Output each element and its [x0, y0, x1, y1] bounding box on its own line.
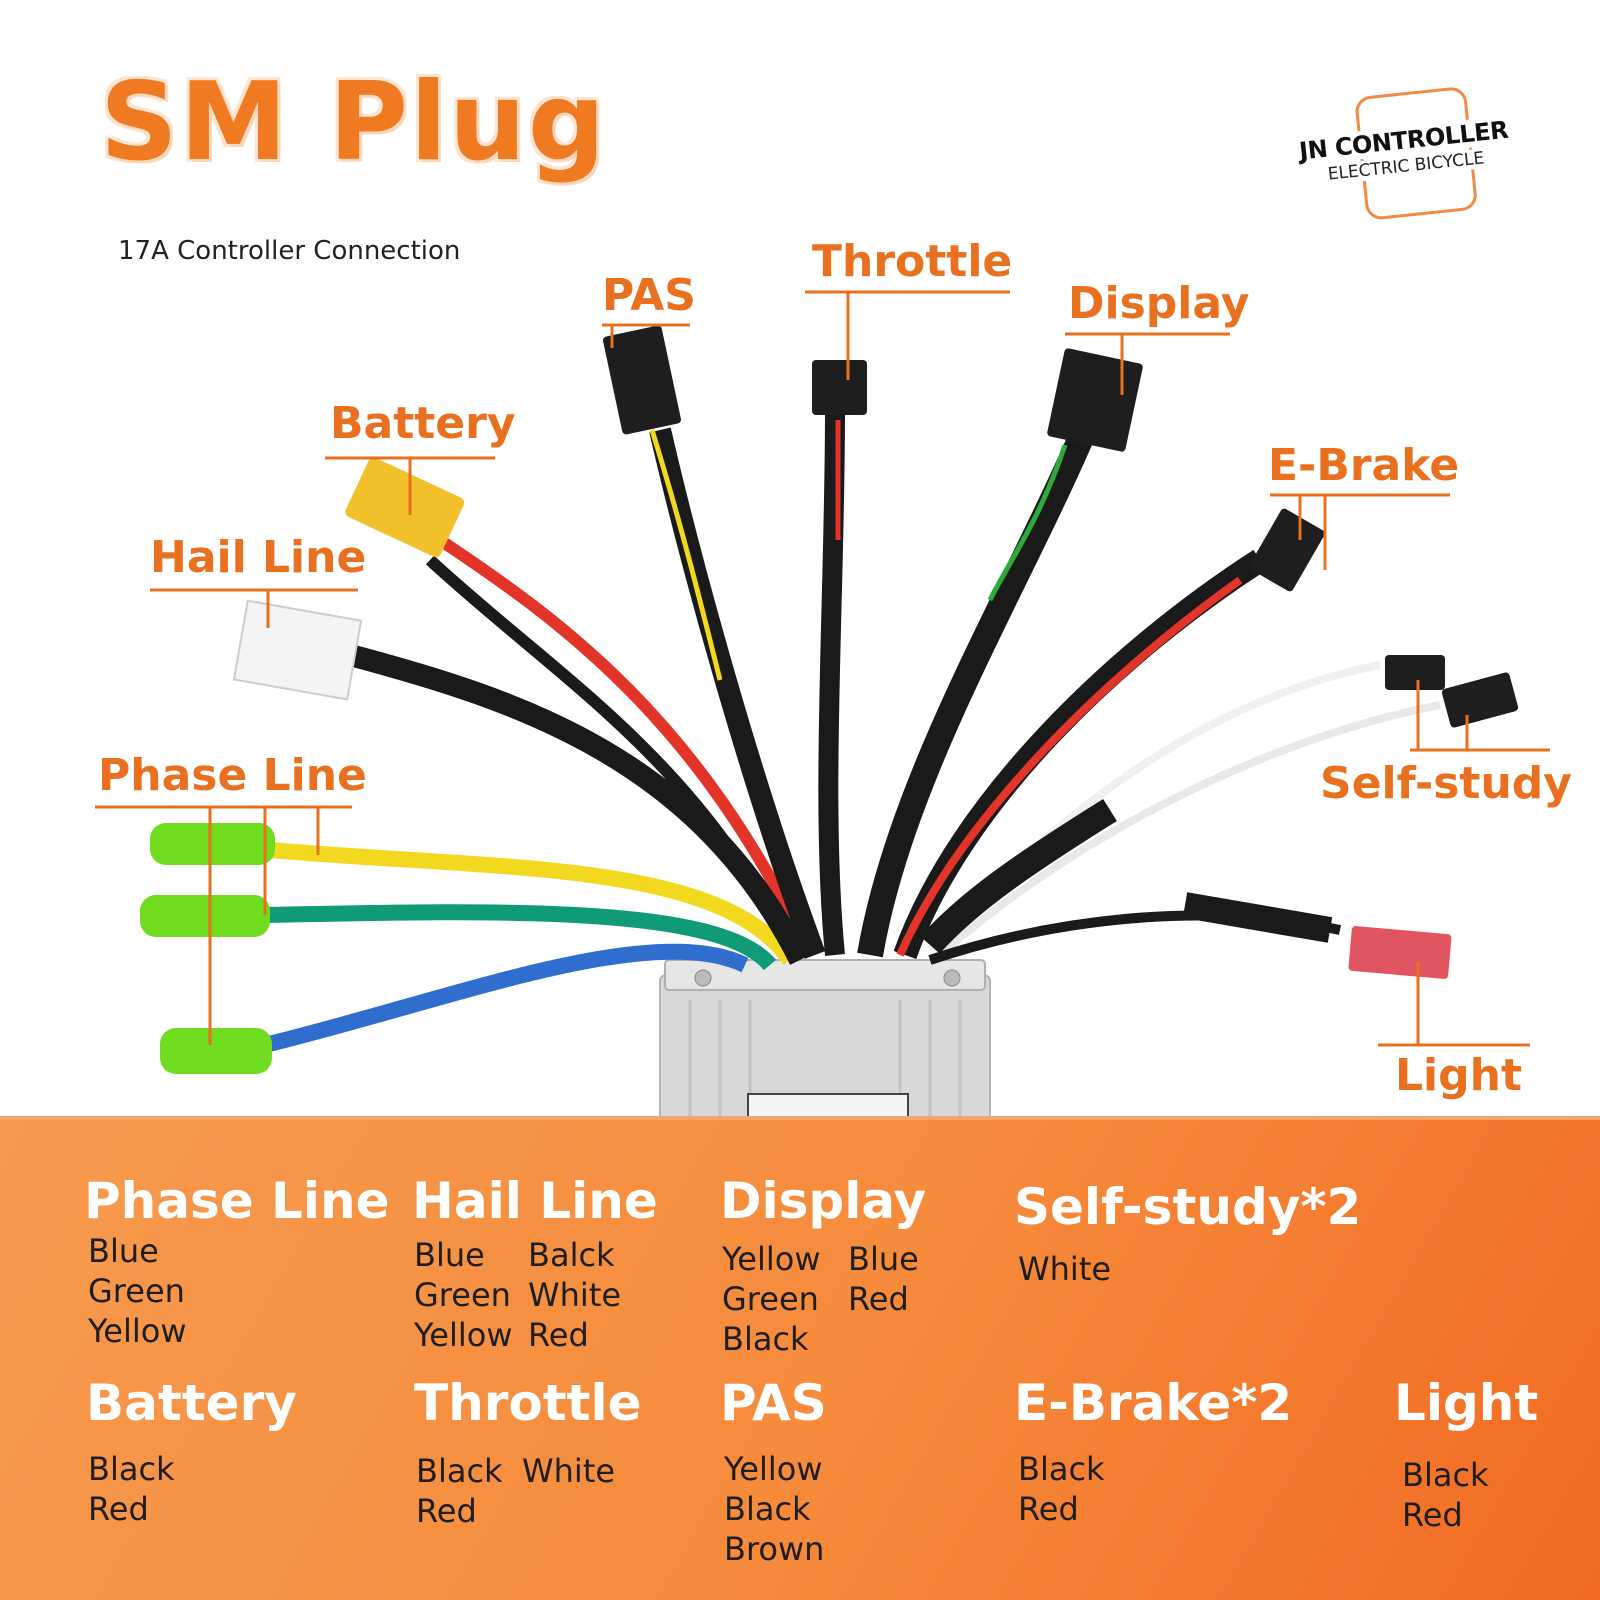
legend-item: White	[1018, 1250, 1112, 1288]
legend-item: Black	[1402, 1456, 1489, 1494]
label-display: Display	[1068, 278, 1250, 329]
legend-item: Yellow	[414, 1316, 513, 1354]
legend-item: Red	[1018, 1490, 1079, 1528]
legend-item: Black	[724, 1490, 811, 1528]
legend-title-phase-line: Phase Line	[84, 1172, 390, 1230]
legend-item: Blue	[88, 1232, 159, 1270]
label-self-study: Self-study	[1320, 758, 1572, 809]
legend-item: Balck	[528, 1236, 615, 1274]
legend-item: Red	[1402, 1496, 1463, 1534]
wire-color-legend-panel	[0, 1120, 1600, 1600]
legend-title-light: Light	[1394, 1374, 1539, 1432]
legend-title-throttle: Throttle	[414, 1374, 642, 1432]
legend-item: Green	[88, 1272, 185, 1310]
legend-item: Black	[88, 1450, 175, 1488]
legend-item: Red	[528, 1316, 589, 1354]
label-battery: Battery	[330, 398, 516, 449]
legend-item: Blue	[414, 1236, 485, 1274]
legend-item: White	[522, 1452, 616, 1490]
label-pas: PAS	[602, 270, 696, 321]
legend-item: White	[528, 1276, 622, 1314]
legend-item: Green	[414, 1276, 511, 1314]
page-title: SM Plug	[100, 60, 608, 185]
brand-logo: JN CONTROLLER ELECTRIC BICYCLE	[1294, 81, 1525, 223]
legend-item: Brown	[724, 1530, 825, 1568]
legend-item: Blue	[848, 1240, 919, 1278]
legend-title-self-study: Self-study*2	[1014, 1178, 1362, 1236]
legend-item: Red	[848, 1280, 909, 1318]
legend-item: Green	[722, 1280, 819, 1318]
page-subtitle: 17A Controller Connection	[118, 236, 461, 266]
legend-title-battery: Battery	[86, 1374, 297, 1432]
panel-divider	[0, 1116, 1600, 1122]
legend-item: Yellow	[724, 1450, 823, 1488]
label-light: Light	[1395, 1050, 1522, 1101]
legend-title-hail-line: Hail Line	[412, 1172, 658, 1230]
label-phase-line: Phase Line	[98, 750, 367, 801]
controller-wiring-illustration	[95, 290, 1550, 1120]
legend-item: Yellow	[88, 1312, 187, 1350]
legend-item: Black	[416, 1452, 503, 1490]
legend-title-ebrake: E-Brake*2	[1014, 1374, 1293, 1432]
legend-title-display: Display	[720, 1172, 927, 1230]
legend-item: Red	[416, 1492, 477, 1530]
legend-item: Yellow	[722, 1240, 821, 1278]
label-hail-line: Hail Line	[150, 532, 367, 583]
label-throttle: Throttle	[812, 236, 1013, 287]
label-ebrake: E-Brake	[1268, 440, 1460, 491]
legend-title-pas: PAS	[720, 1374, 827, 1432]
legend-item: Black	[722, 1320, 809, 1358]
legend-item: Red	[88, 1490, 149, 1528]
legend-item: Black	[1018, 1450, 1105, 1488]
controller-box	[659, 959, 991, 1120]
